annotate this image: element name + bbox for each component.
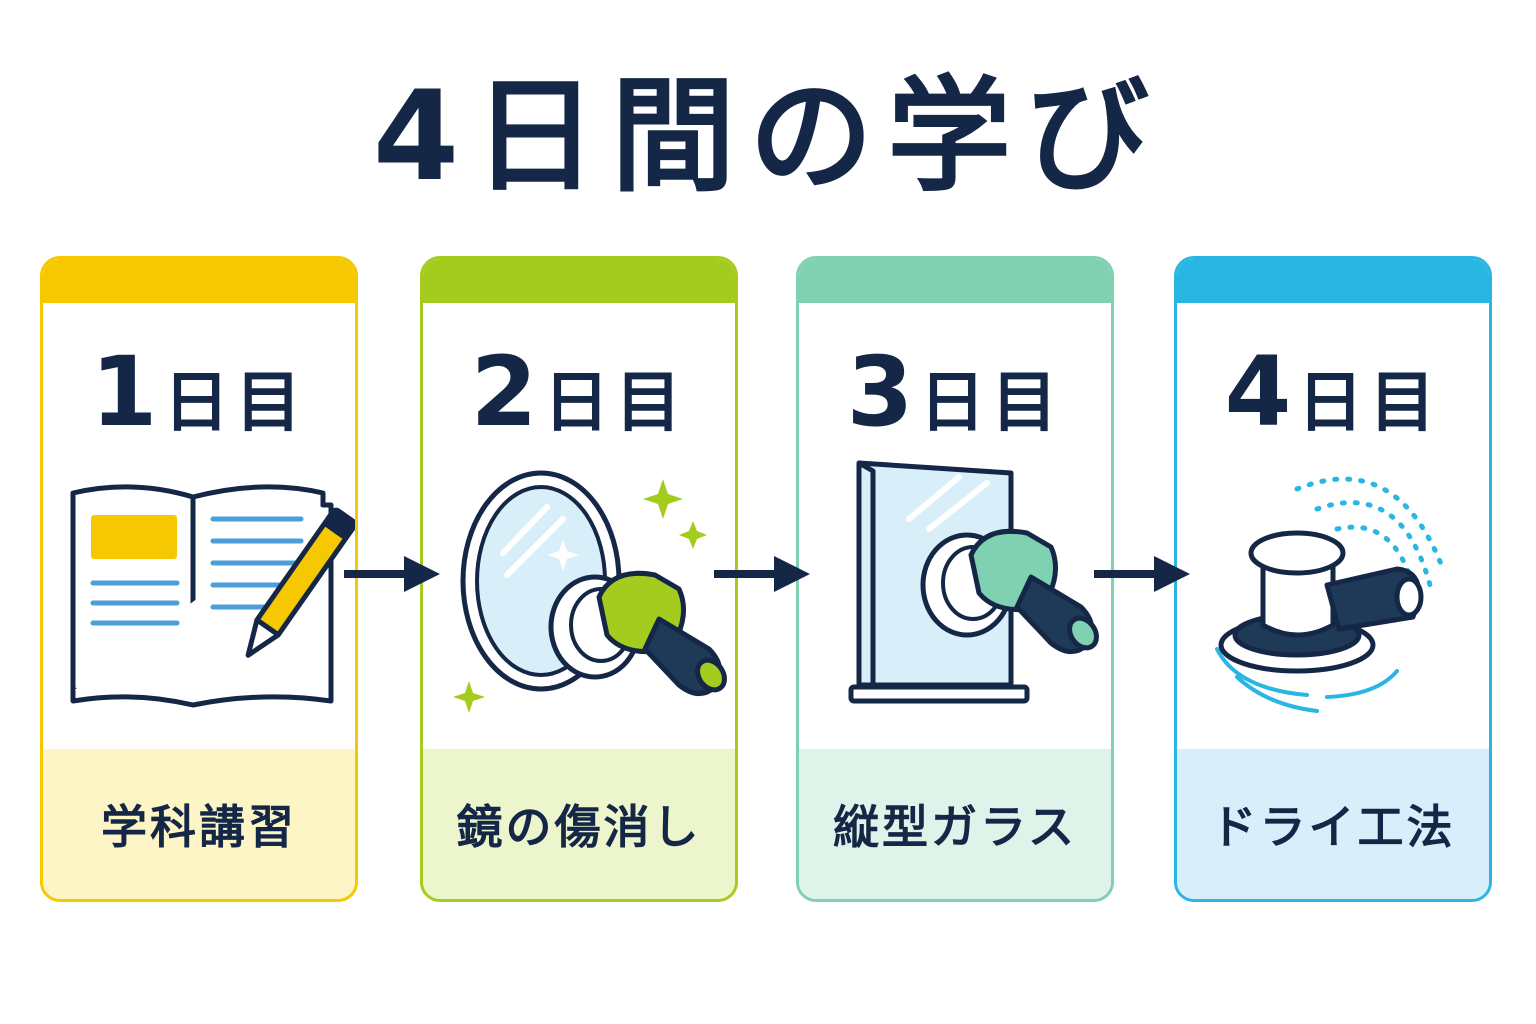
day-number: 1: [90, 336, 158, 448]
open-book-pencil-icon: [70, 484, 355, 708]
card-header-bar: [43, 259, 355, 303]
day-suffix: 日目: [543, 364, 688, 441]
page-title: 4日間の学び: [372, 65, 1164, 209]
day-number: 4: [1224, 336, 1292, 448]
card-label: 学科講習: [101, 800, 297, 854]
arrow-right-icon: [344, 556, 440, 592]
card-header-bar: [1177, 259, 1489, 303]
day-suffix: 日目: [163, 364, 308, 441]
card-label: ドライ工法: [1210, 800, 1456, 854]
day-card-3: 3日目 縦型ガラス: [796, 256, 1114, 902]
day-suffix: 日目: [1297, 364, 1442, 441]
card-header-bar: [423, 259, 735, 303]
card-footer: 学科講習: [43, 749, 355, 899]
orbital-sander-icon: [1215, 476, 1446, 713]
card-label: 鏡の傷消し: [456, 800, 702, 854]
mirror-polisher-icon: [453, 470, 727, 713]
day-heading: 3日目: [799, 337, 1111, 475]
vertical-glass-polisher-icon: [848, 460, 1099, 704]
card-footer: 縦型ガラス: [799, 749, 1111, 899]
day-suffix: 日目: [919, 364, 1064, 441]
day-number: 3: [846, 336, 914, 448]
card-header-bar: [799, 259, 1111, 303]
day-card-4: 4日目 ドライ工法: [1174, 256, 1492, 902]
day-heading: 2日目: [423, 337, 735, 475]
card-label: 縦型ガラス: [832, 800, 1078, 854]
arrow-right-icon: [1094, 556, 1190, 592]
day-number: 2: [470, 336, 538, 448]
day-heading: 1日目: [43, 337, 355, 475]
day-heading: 4日目: [1177, 337, 1489, 475]
day-card-1: 1日目 学科講習: [40, 256, 358, 902]
day-card-2: 2日目 鏡の傷消し: [420, 256, 738, 902]
card-footer: ドライ工法: [1177, 749, 1489, 899]
arrow-right-icon: [714, 556, 810, 592]
card-footer: 鏡の傷消し: [423, 749, 735, 899]
